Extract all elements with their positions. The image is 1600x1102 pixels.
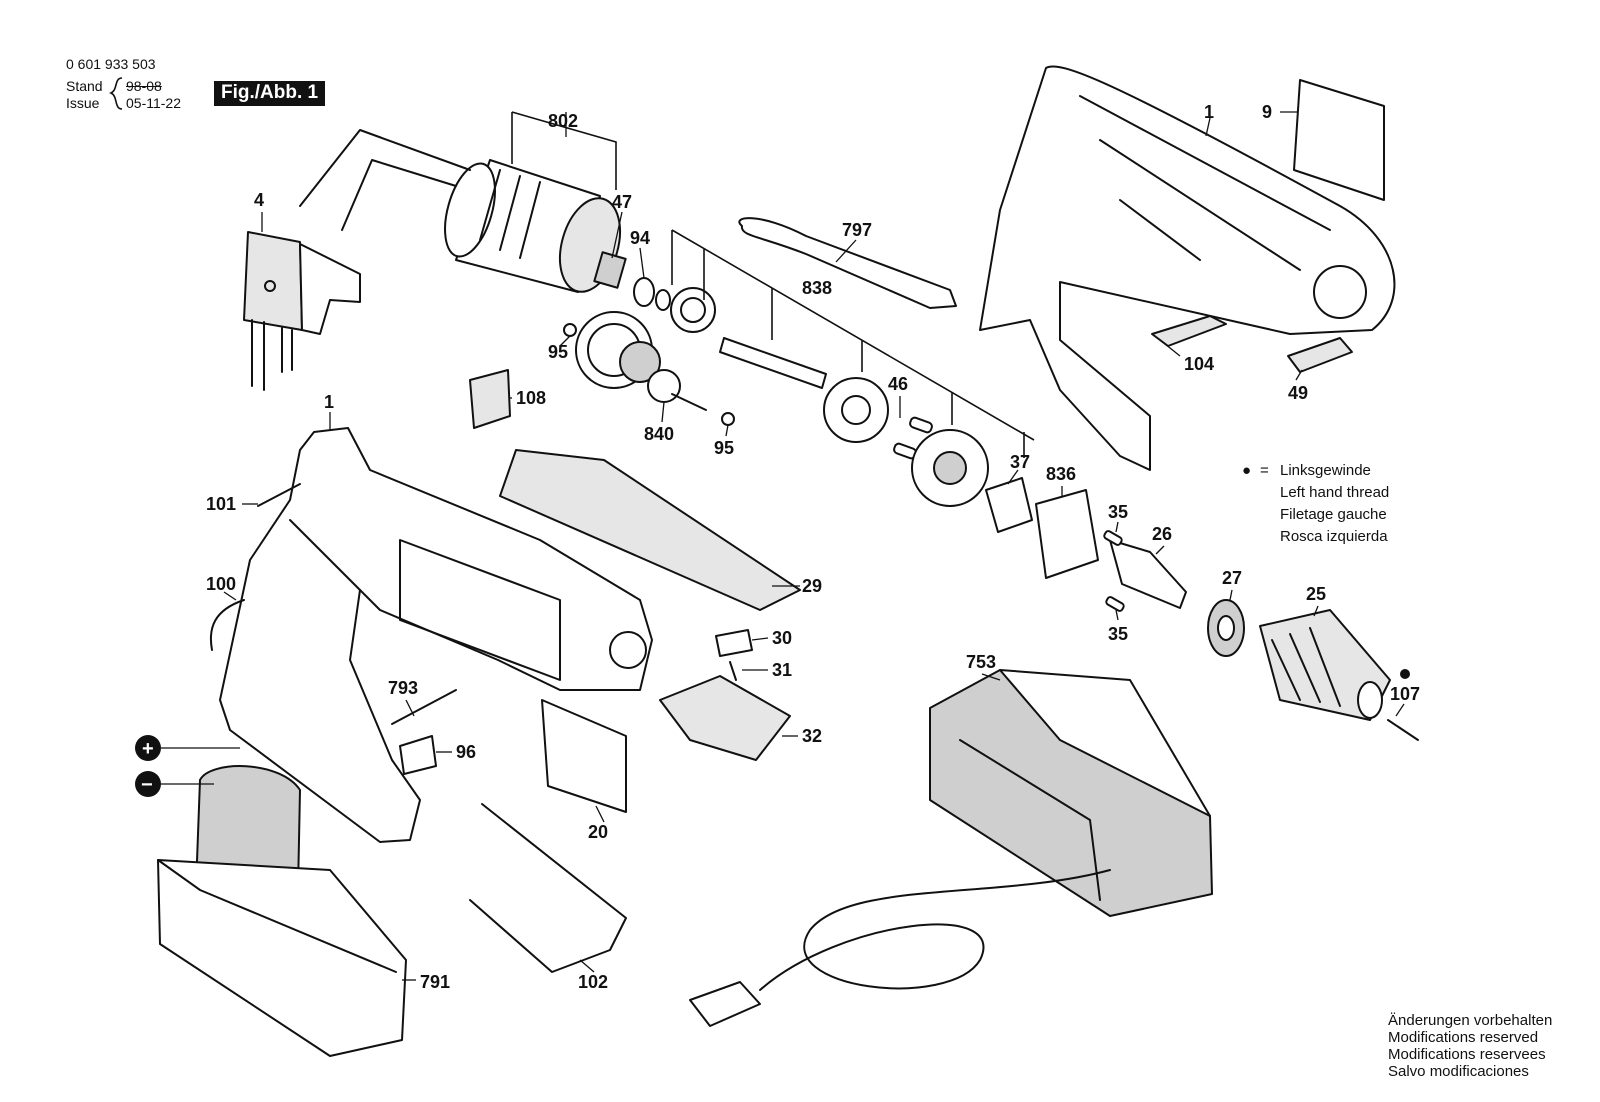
spring-31 bbox=[729, 661, 737, 681]
notice-line: Änderungen vorbehalten bbox=[1388, 1012, 1553, 1029]
callout-102: 102 bbox=[578, 972, 608, 992]
cord-102 bbox=[469, 803, 627, 973]
legend-line: Rosca izquierda bbox=[1280, 528, 1388, 545]
stand-value: 98-08 bbox=[126, 78, 162, 94]
plus-symbol: + bbox=[142, 738, 154, 760]
clutch-37 bbox=[985, 477, 1033, 533]
callout-20: 20 bbox=[588, 822, 608, 842]
slider-30 bbox=[715, 629, 753, 657]
callout-1-lower: 1 bbox=[324, 392, 334, 412]
cap-49 bbox=[1287, 337, 1353, 373]
label-plate-9 bbox=[1293, 79, 1385, 201]
figure-label: Fig./Abb. 1 bbox=[214, 81, 326, 106]
callout-27: 27 bbox=[1222, 568, 1242, 588]
notice-line: Modifications reservees bbox=[1388, 1046, 1546, 1063]
callout-32: 32 bbox=[802, 726, 822, 746]
callout-35-top: 35 bbox=[1108, 502, 1128, 522]
callout-25: 25 bbox=[1306, 584, 1326, 604]
callout-838: 838 bbox=[802, 278, 832, 298]
legend-line: Linksgewinde bbox=[1280, 462, 1371, 479]
nameplate-20 bbox=[541, 699, 627, 813]
callout-1-upper: 1 bbox=[1204, 102, 1214, 122]
minus-terminal-icon bbox=[135, 771, 161, 797]
switch-4 bbox=[243, 231, 361, 391]
callout-100: 100 bbox=[206, 574, 236, 594]
part-number: 0 601 933 503 bbox=[66, 56, 156, 72]
legend-dot-icon: ● bbox=[1242, 462, 1252, 479]
bearing-94 bbox=[633, 277, 671, 311]
chuck-25 bbox=[1259, 609, 1391, 721]
gear-shaft-838 bbox=[671, 229, 1035, 507]
brace-icon bbox=[108, 77, 123, 110]
screw-101 bbox=[257, 483, 301, 507]
brush-holder-108 bbox=[469, 369, 511, 429]
callout-31: 31 bbox=[772, 660, 792, 680]
stand-label: Stand bbox=[66, 78, 103, 94]
callout-836: 836 bbox=[1046, 464, 1076, 484]
callout-47: 47 bbox=[612, 192, 632, 212]
legend-line: Left hand thread bbox=[1280, 484, 1390, 501]
callout-104: 104 bbox=[1184, 354, 1214, 374]
callout-107: 107 bbox=[1390, 684, 1420, 704]
leader-lines bbox=[223, 111, 1405, 981]
callout-94: 94 bbox=[630, 228, 650, 248]
callout-26: 26 bbox=[1152, 524, 1172, 544]
spacer-793 bbox=[391, 689, 457, 725]
charger-753 bbox=[929, 669, 1213, 917]
modifications-notice: Änderungen vorbehalten Modifications res… bbox=[1388, 1012, 1552, 1080]
legend-line: Filetage gauche bbox=[1280, 506, 1387, 523]
callout-793: 793 bbox=[388, 678, 418, 698]
housing-half-1-upper bbox=[979, 65, 1396, 471]
left-thread-dot-icon bbox=[1400, 669, 1410, 679]
cover-29 bbox=[499, 449, 801, 611]
callout-101: 101 bbox=[206, 494, 236, 514]
callout-108: 108 bbox=[516, 388, 546, 408]
callout-802: 802 bbox=[548, 111, 578, 131]
battery-791 bbox=[157, 765, 407, 1057]
switch-lever-32 bbox=[659, 675, 791, 761]
callout-9: 9 bbox=[1262, 102, 1272, 122]
issue-label: Issue bbox=[66, 95, 100, 111]
board-104 bbox=[1151, 315, 1227, 347]
motor-802 bbox=[299, 111, 627, 293]
spindle-26 bbox=[1109, 539, 1187, 609]
clip-96 bbox=[399, 735, 437, 775]
callout-49: 49 bbox=[1288, 383, 1308, 403]
legend-row-marker: ● = Linksgewinde bbox=[1242, 460, 1389, 482]
callout-46: 46 bbox=[888, 374, 908, 394]
bearing-plate-836 bbox=[1035, 489, 1099, 579]
notice-line: Salvo modificaciones bbox=[1388, 1063, 1529, 1080]
callout-35-bottom: 35 bbox=[1108, 624, 1128, 644]
legend-equals: = bbox=[1260, 462, 1269, 479]
thread-legend: ● = Linksgewinde Left hand thread Fileta… bbox=[1242, 460, 1390, 548]
cable-100 bbox=[209, 599, 245, 651]
callout-29: 29 bbox=[802, 576, 822, 596]
belt-797 bbox=[738, 217, 957, 309]
callout-753: 753 bbox=[966, 652, 996, 672]
callout-797: 797 bbox=[842, 220, 872, 240]
callout-4: 4 bbox=[254, 190, 264, 210]
callout-840: 840 bbox=[644, 424, 674, 444]
screw-107 bbox=[1387, 719, 1419, 741]
callout-95-left: 95 bbox=[548, 342, 568, 362]
plus-terminal-icon bbox=[135, 735, 161, 761]
plug-icon bbox=[689, 981, 761, 1027]
housing-half-1-lower bbox=[219, 427, 653, 843]
gear-set-840 bbox=[563, 287, 735, 426]
minus-symbol: − bbox=[141, 774, 153, 796]
charger-cable bbox=[759, 869, 1111, 991]
issue-value: 05-11-22 bbox=[126, 95, 182, 111]
callout-30: 30 bbox=[772, 628, 792, 648]
callout-791: 791 bbox=[420, 972, 450, 992]
callout-96: 96 bbox=[456, 742, 476, 762]
callout-95-right: 95 bbox=[714, 438, 734, 458]
callout-37: 37 bbox=[1010, 452, 1030, 472]
notice-line: Modifications reserved bbox=[1388, 1029, 1539, 1046]
